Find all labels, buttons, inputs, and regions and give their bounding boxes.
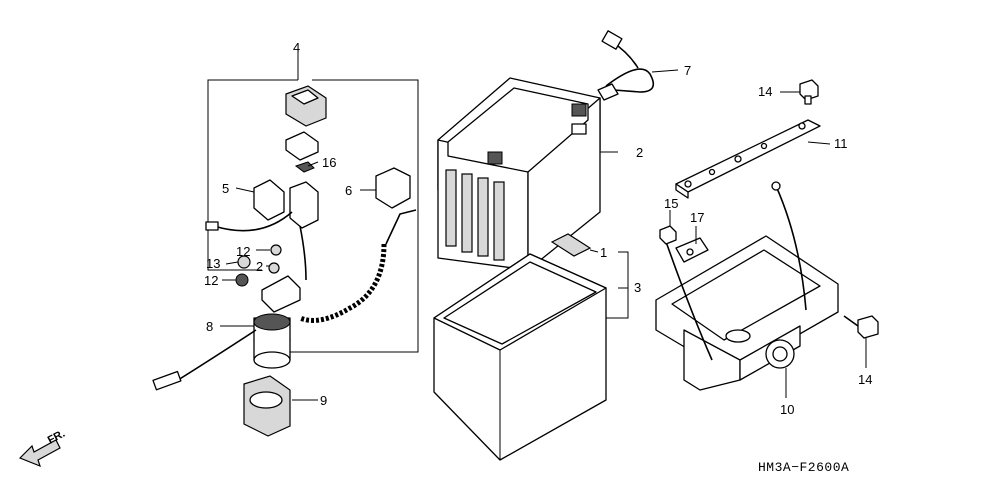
nut-2 bbox=[268, 262, 280, 274]
callout-13-upper: 12 bbox=[236, 244, 250, 259]
callout-4: 4 bbox=[293, 40, 300, 55]
terminal-cover-5 bbox=[253, 179, 285, 221]
battery-box bbox=[655, 181, 839, 391]
solenoid-rubber-mount bbox=[243, 375, 291, 437]
bolt-14-top bbox=[799, 79, 819, 105]
clip-17 bbox=[675, 237, 709, 263]
callout-2: 2 bbox=[636, 145, 643, 160]
battery-case bbox=[433, 253, 607, 461]
callout-2-nut: 2 bbox=[256, 259, 263, 274]
callout-5: 5 bbox=[222, 181, 229, 196]
front-label: FR. bbox=[46, 428, 67, 447]
nut-13-b bbox=[270, 244, 282, 256]
starter-solenoid bbox=[152, 275, 301, 391]
callout-11: 11 bbox=[834, 136, 848, 151]
callout-17: 17 bbox=[690, 210, 704, 225]
callout-16: 16 bbox=[322, 155, 336, 170]
battery-cushion bbox=[550, 233, 592, 257]
callout-numbers: 4 7 14 11 2 16 5 6 15 17 1 12 13 2 12 3 … bbox=[204, 40, 872, 417]
callout-10: 10 bbox=[780, 402, 794, 417]
front-direction-arrow: FR. bbox=[18, 428, 67, 468]
terminal-cover-6 bbox=[375, 167, 411, 209]
callout-9: 9 bbox=[320, 393, 327, 408]
relay-connector bbox=[205, 181, 319, 281]
callout-7: 7 bbox=[684, 63, 691, 78]
starter-relay-body bbox=[285, 85, 327, 173]
bolt-15 bbox=[843, 315, 879, 339]
diagram-code: HM3A−F2600A bbox=[758, 460, 849, 475]
callout-15: 14 bbox=[858, 372, 872, 387]
battery-holder-plate bbox=[675, 119, 821, 199]
callout-14-top: 14 bbox=[758, 84, 772, 99]
nut-12 bbox=[235, 273, 249, 287]
callout-1: 1 bbox=[600, 245, 607, 260]
callout-14-lower: 15 bbox=[664, 196, 678, 211]
callout-3: 3 bbox=[634, 280, 641, 295]
battery-cable bbox=[597, 30, 655, 101]
callout-12: 12 bbox=[204, 273, 218, 288]
wire-harness bbox=[299, 209, 417, 323]
leader-lines bbox=[220, 48, 867, 401]
callout-6: 6 bbox=[345, 183, 352, 198]
battery bbox=[437, 77, 601, 271]
callout-13-left: 13 bbox=[206, 256, 220, 271]
bolt-14-lower bbox=[659, 225, 677, 245]
callout-8: 8 bbox=[206, 319, 213, 334]
